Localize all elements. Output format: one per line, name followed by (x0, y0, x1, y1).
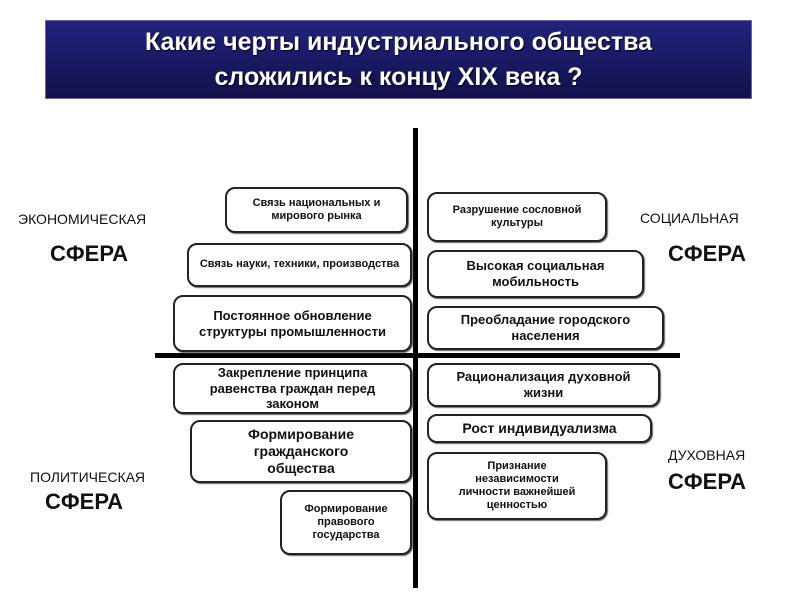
spiritual-item: Рост индивидуализма (427, 414, 652, 443)
spiritual-sphere-label: ДУХОВНАЯ (668, 447, 746, 463)
title-line-2: сложились к концу XIX века ? (214, 62, 583, 91)
political-item: Формирование гражданского общества (190, 420, 412, 483)
social-sphere-word: СФЕРА (668, 241, 746, 266)
economic-item: Постоянное обновление структуры промышле… (173, 295, 412, 352)
social-sphere-label: СОЦИАЛЬНАЯ (640, 210, 739, 226)
title-banner: Какие черты индустриального общества сло… (45, 20, 752, 99)
economic-item: Связь науки, техники, производства (187, 243, 412, 287)
spiritual-item: Рационализация духовной жизни (427, 363, 660, 407)
political-item: Формирование правового государства (280, 490, 412, 555)
title-line-1: Какие черты индустриального общества (144, 27, 653, 56)
political-sphere-word: СФЕРА (45, 489, 123, 514)
spiritual-sphere-word: СФЕРА (668, 469, 746, 494)
economic-sphere-label: ЭКОНОМИЧЕСКАЯ (18, 211, 147, 227)
economic-item: Связь национальных и мирового рынка (225, 187, 408, 233)
spiritual-item: Признание независимости личности важнейш… (427, 452, 607, 520)
social-item: Разрушение сословной культуры (427, 192, 607, 242)
horizontal-axis-divider (155, 353, 680, 358)
social-item: Преобладание городского населения (427, 306, 664, 350)
social-item: Высокая социальная мобильность (427, 250, 644, 298)
economic-sphere-word: СФЕРА (50, 241, 128, 266)
political-sphere-label: ПОЛИТИЧЕСКАЯ (30, 469, 146, 485)
political-item: Закрепление принципа равенства граждан п… (173, 363, 412, 414)
vertical-axis-divider (413, 128, 418, 588)
